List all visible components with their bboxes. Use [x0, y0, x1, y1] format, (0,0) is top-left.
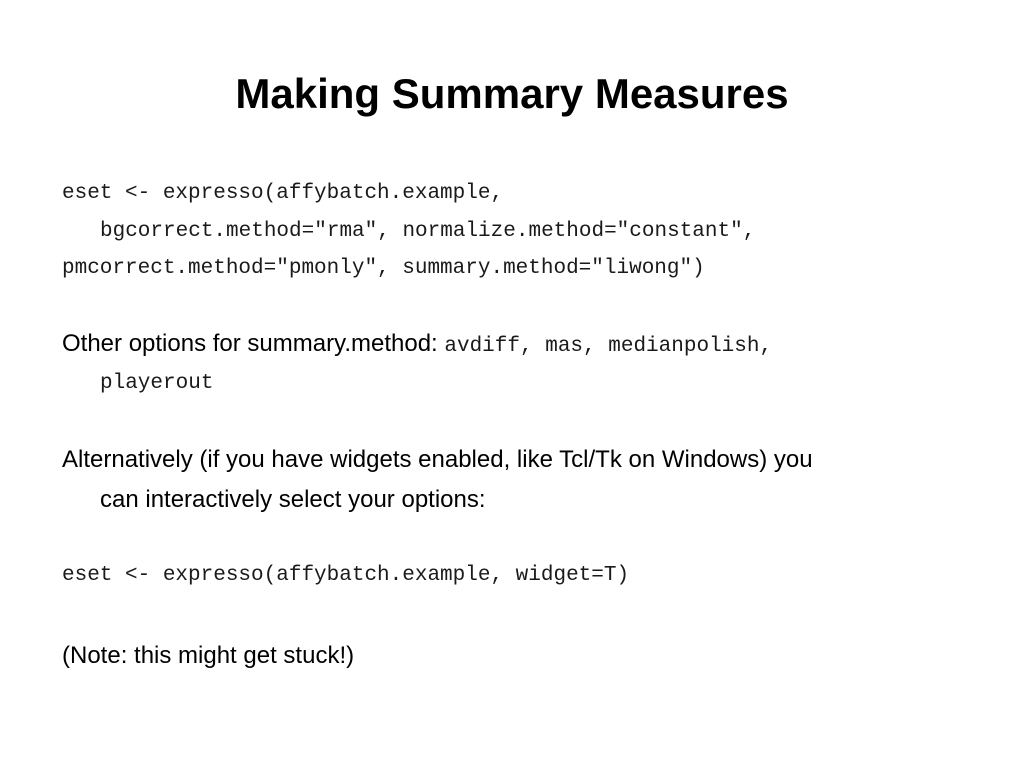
option-separator: , [759, 335, 773, 358]
code-line-3: pmcorrect.method="pmonly", summary.metho… [62, 257, 705, 280]
note-text: (Note: this might get stuck!) [62, 642, 355, 669]
option-avdiff: avdiff [444, 335, 520, 358]
code-line-1: eset <- expresso(affybatch.example, [62, 182, 504, 205]
alternative-line-2: can interactively select your options: [100, 486, 486, 513]
option-separator: , [520, 335, 546, 358]
option-mas: mas [545, 335, 584, 358]
options-label: Other options for summary.method: [62, 330, 445, 357]
option-medianpolish: medianpolish [608, 335, 760, 358]
option-separator: , [583, 335, 609, 358]
slide-title: Making Summary Measures [235, 70, 789, 117]
options-paragraph: Other options for summary.method: avdiff… [62, 330, 772, 358]
code-line-2: bgcorrect.method="rma", normalize.method… [100, 220, 756, 243]
code-line-widget: eset <- expresso(affybatch.example, widg… [62, 564, 630, 587]
option-playerout: playerout [100, 372, 214, 395]
alternative-line-1: Alternatively (if you have widgets enabl… [62, 446, 813, 473]
